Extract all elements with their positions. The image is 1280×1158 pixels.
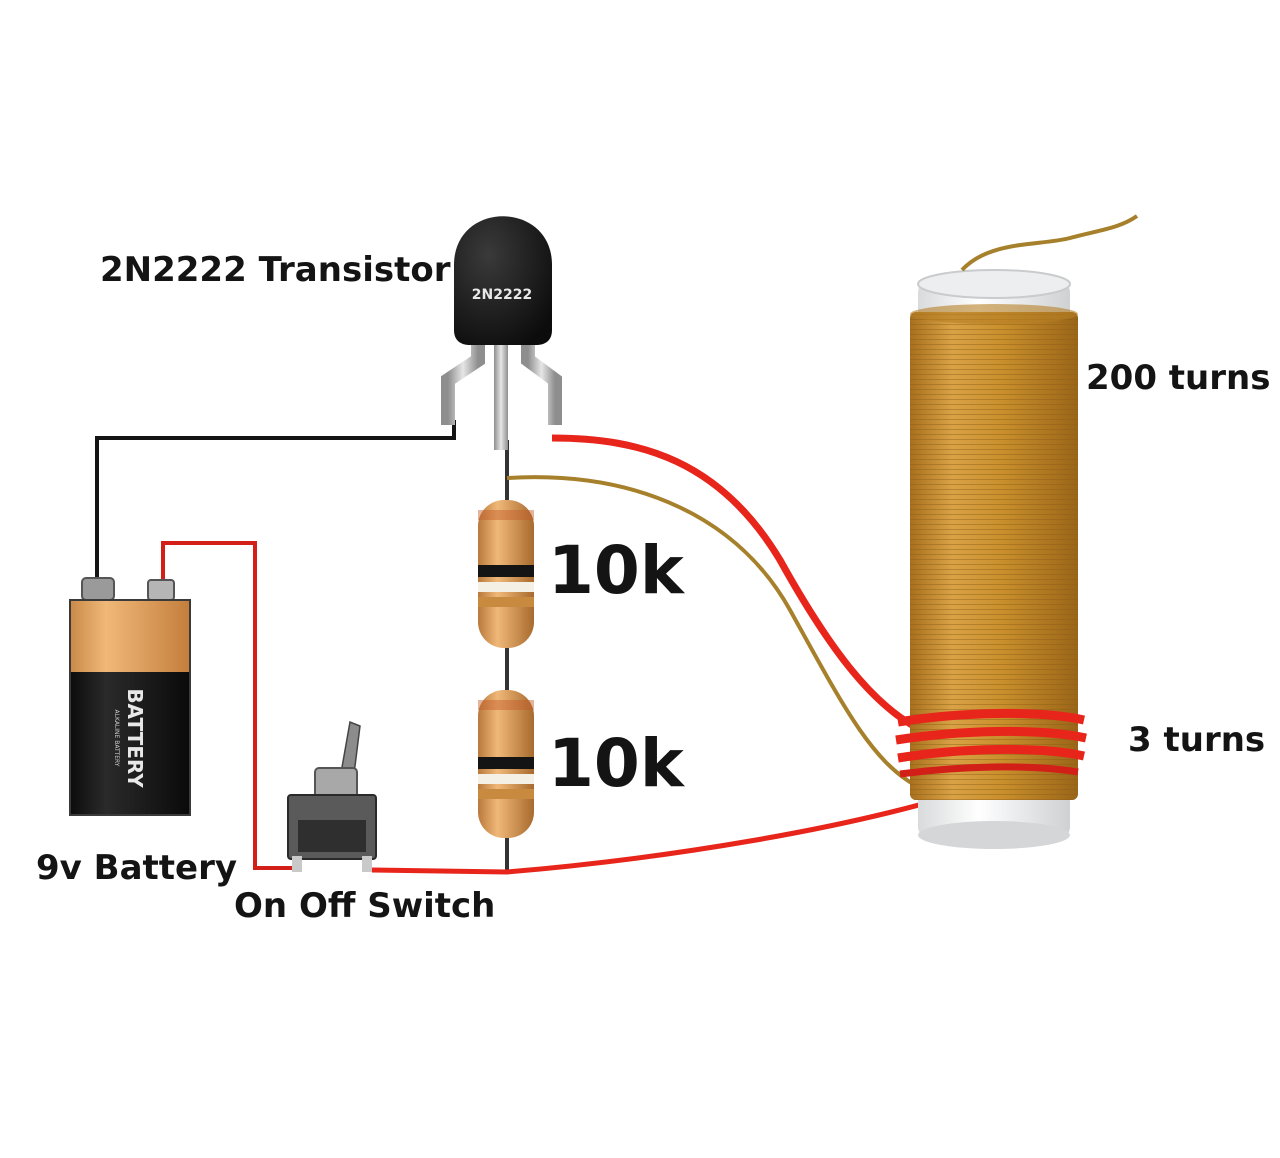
red-wire-collector-coil [551, 434, 914, 729]
battery-label: 9v Battery [36, 848, 238, 888]
transistor-label: 2N2222 Transistor [100, 250, 451, 290]
battery-subtext: ALKALINE BATTERY [113, 710, 120, 767]
toggle-switch-icon [287, 720, 377, 872]
resistor-icon [478, 500, 534, 648]
resistor-icon [478, 690, 534, 838]
resistor-top-label: 10k [548, 532, 684, 609]
coil-primary-label: 200 turns [1086, 358, 1271, 398]
red-wire-switch-coil [371, 777, 1001, 875]
transistor-marking: 2N2222 [472, 287, 532, 303]
battery-brand: BATTERY [123, 688, 147, 788]
coil-icon [895, 214, 1139, 849]
switch-label: On Off Switch [234, 886, 496, 926]
9v-battery-icon [69, 577, 191, 816]
coil-secondary-label: 3 turns [1128, 720, 1266, 760]
red-wire-battery-switch [161, 541, 295, 870]
to-92-transistor-icon [441, 216, 562, 450]
copper-wire [506, 475, 916, 787]
resistor-bottom-label: 10k [548, 725, 684, 802]
black-wire [95, 420, 456, 580]
